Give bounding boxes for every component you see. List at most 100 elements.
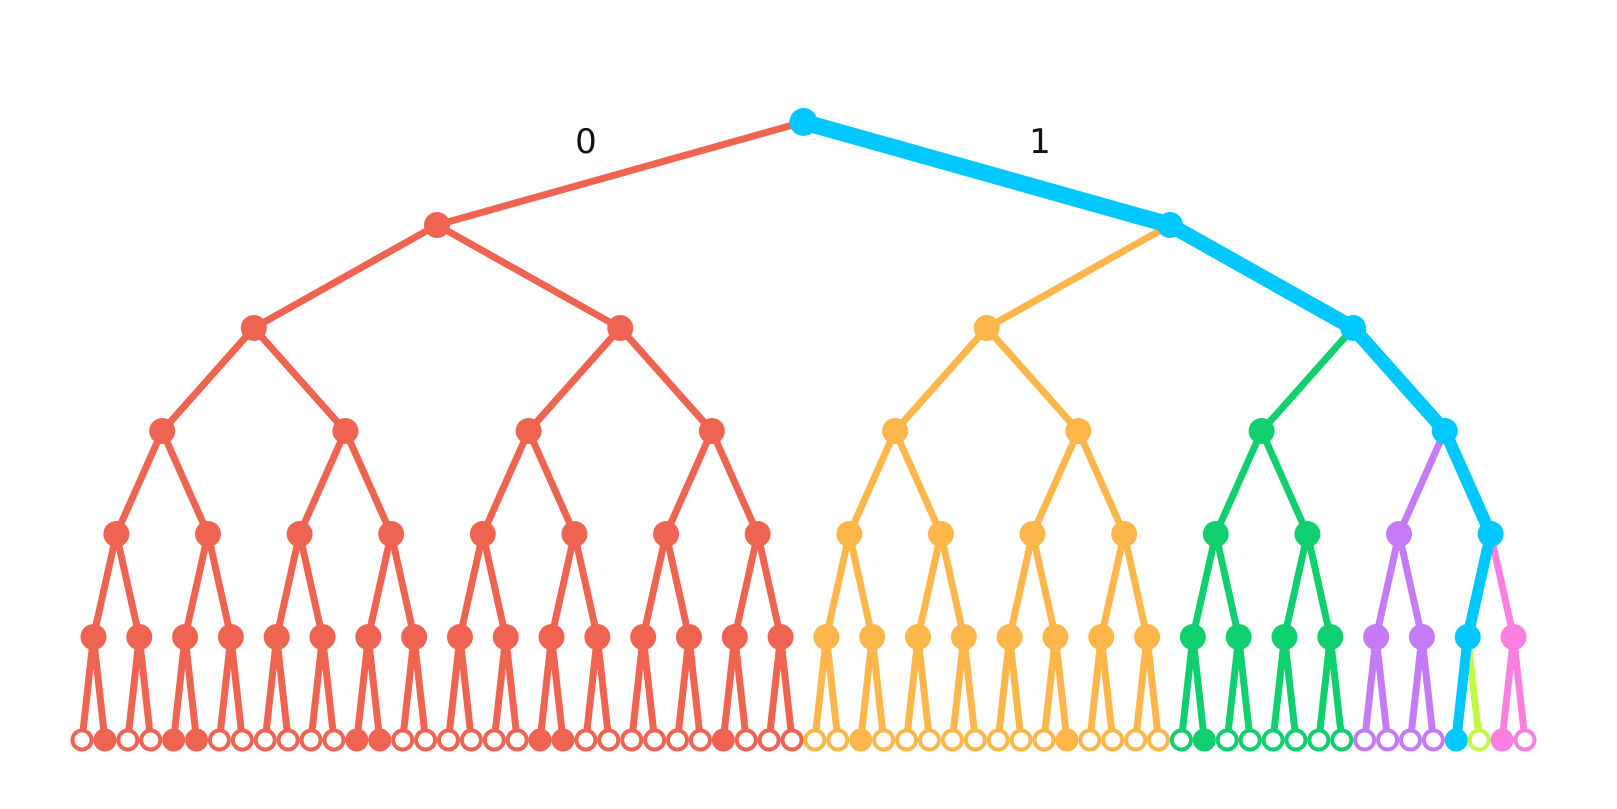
tree-edge-01100-to-011000 bbox=[628, 633, 647, 744]
leaf-node-empty-111111 bbox=[1513, 728, 1537, 752]
leaf-node-empty-111011 bbox=[1421, 728, 1445, 752]
tree-edge-0000-to-00001 bbox=[112, 530, 143, 641]
tree-node-11001 bbox=[1225, 624, 1252, 650]
tree-edge-010-to-0100 bbox=[479, 427, 533, 538]
tree-edge-00011-to-000110 bbox=[215, 633, 235, 744]
tree-edge-001-to-0010 bbox=[296, 427, 349, 538]
leaf-node-empty-010111 bbox=[597, 728, 621, 752]
tree-node-00111 bbox=[401, 624, 428, 650]
leaf-node-filled-100010 bbox=[849, 728, 873, 752]
leaf-node-empty-010000 bbox=[436, 728, 460, 752]
tree-edge-00100-to-001001 bbox=[273, 633, 292, 744]
tree-node-0000 bbox=[103, 521, 130, 547]
tree-edge-00000-to-000001 bbox=[89, 633, 109, 744]
leaf-node-filled-010100 bbox=[528, 728, 552, 752]
tree-edge-0111-to-01111 bbox=[754, 530, 785, 641]
tree-edge-1000-to-10000 bbox=[822, 530, 853, 641]
tree-node-10100 bbox=[996, 624, 1023, 650]
tree-node-00100 bbox=[263, 624, 290, 650]
tree-edge-1010-to-10100 bbox=[1006, 530, 1037, 641]
tree-edge-1101-to-11011 bbox=[1303, 530, 1334, 641]
tree-edge-1001-to-10010 bbox=[914, 530, 945, 641]
tree-edge-01001-to-010010 bbox=[490, 633, 510, 744]
tree-edge-10000-to-100000 bbox=[811, 633, 830, 744]
leaf-node-empty-111010 bbox=[1398, 728, 1422, 752]
tree-node-0110 bbox=[653, 521, 680, 547]
leaf-node-empty-100011 bbox=[872, 728, 896, 752]
leaf-node-empty-100111 bbox=[963, 728, 987, 752]
tree-edge-10110-to-101101 bbox=[1097, 633, 1117, 744]
tree-node-100 bbox=[882, 418, 909, 444]
tree-edge-0111-to-01110 bbox=[731, 530, 762, 641]
tree-node-01010 bbox=[538, 624, 565, 650]
tree-edge-1000-to-10001 bbox=[845, 530, 876, 641]
tree-edge-01101-to-011011 bbox=[685, 633, 704, 744]
tree-edge-01010-to-010101 bbox=[548, 633, 567, 744]
tree-edge-1110-to-11100 bbox=[1372, 530, 1403, 641]
tree-node-00011 bbox=[217, 624, 244, 650]
tree-edge-01011-to-010111 bbox=[593, 633, 613, 744]
tree-edge-011-to-0111 bbox=[708, 427, 762, 538]
leaf-node-filled-010101 bbox=[551, 728, 575, 752]
tree-edge-11100-to-111000 bbox=[1361, 633, 1380, 744]
tree-node-00001 bbox=[126, 624, 153, 650]
tree-edge-00100-to-001000 bbox=[261, 633, 281, 744]
tree-node-00010 bbox=[172, 624, 199, 650]
leaf-node-filled-000101 bbox=[185, 728, 209, 752]
leaf-node-empty-001111 bbox=[414, 728, 438, 752]
tree-edge-1101-to-11010 bbox=[1281, 530, 1311, 641]
tree-edge-10011-to-100111 bbox=[960, 633, 979, 744]
tree-node-00000 bbox=[80, 624, 107, 650]
leaf-node-filled-111110 bbox=[1490, 728, 1514, 752]
tree-node-11011 bbox=[1317, 624, 1344, 650]
tree-node-11100 bbox=[1363, 624, 1390, 650]
tree-node-11101 bbox=[1408, 624, 1435, 650]
tree-edge-10111-to-101111 bbox=[1143, 633, 1163, 744]
tree-node-10111 bbox=[1134, 624, 1161, 650]
tree-node-10000 bbox=[813, 624, 840, 650]
edge-label-0: 0 bbox=[575, 122, 597, 162]
leaf-node-empty-011001 bbox=[643, 728, 667, 752]
tree-edge-00000-to-000000 bbox=[78, 633, 97, 744]
tree-edge-01010-to-010100 bbox=[536, 633, 556, 744]
tree-node-1010 bbox=[1019, 521, 1046, 547]
tree-edge-root-to-0 bbox=[433, 118, 807, 229]
tree-node-10001 bbox=[859, 624, 886, 650]
tree-edge-0000-to-00000 bbox=[89, 530, 120, 641]
tree-node-11010 bbox=[1271, 624, 1298, 650]
leaf-node-empty-110101 bbox=[1284, 728, 1308, 752]
leaf-node-empty-101111 bbox=[1147, 728, 1171, 752]
tree-edge-0001-to-00010 bbox=[181, 530, 212, 641]
leaf-node-empty-100000 bbox=[803, 728, 827, 752]
tree-edge-0100-to-01001 bbox=[479, 530, 510, 641]
tree-edge-11001-to-110011 bbox=[1235, 633, 1254, 744]
tree-node-0001 bbox=[194, 521, 221, 547]
tree-node-1000 bbox=[836, 521, 863, 547]
tree-node-10 bbox=[973, 315, 1000, 341]
tree-node-000 bbox=[149, 418, 176, 444]
leaf-node-filled-000100 bbox=[162, 728, 186, 752]
tree-edge-10100-to-101000 bbox=[994, 633, 1014, 744]
edge-label-1: 1 bbox=[1029, 122, 1051, 162]
tree-edge-1100-to-11000 bbox=[1189, 530, 1220, 641]
tree-edge-0-to-00 bbox=[250, 221, 441, 332]
leaf-node-filled-011100 bbox=[711, 728, 735, 752]
tree-edge-00101-to-001010 bbox=[307, 633, 326, 744]
tree-edge-01-to-010 bbox=[525, 324, 624, 435]
leaf-node-empty-010110 bbox=[574, 728, 598, 752]
leaf-node-empty-110110 bbox=[1307, 728, 1331, 752]
tree-node-0100 bbox=[469, 521, 496, 547]
tree-edge-10110-to-101100 bbox=[1086, 633, 1105, 744]
tree-edge-10001-to-100010 bbox=[857, 633, 876, 744]
tree-edge-10100-to-101001 bbox=[1006, 633, 1025, 744]
leaf-node-empty-011011 bbox=[688, 728, 712, 752]
leaf-node-empty-011111 bbox=[780, 728, 804, 752]
tree-edge-101-to-1010 bbox=[1029, 427, 1082, 538]
leaf-node-empty-010011 bbox=[505, 728, 529, 752]
tree-node-101 bbox=[1065, 418, 1092, 444]
tree-edge-1-to-11 bbox=[1162, 217, 1361, 336]
tree-node-1 bbox=[1156, 212, 1183, 238]
tree-edge-root-to-1 bbox=[795, 113, 1179, 234]
leaf-node-empty-110011 bbox=[1238, 728, 1262, 752]
tree-edge-10000-to-100001 bbox=[822, 633, 842, 744]
